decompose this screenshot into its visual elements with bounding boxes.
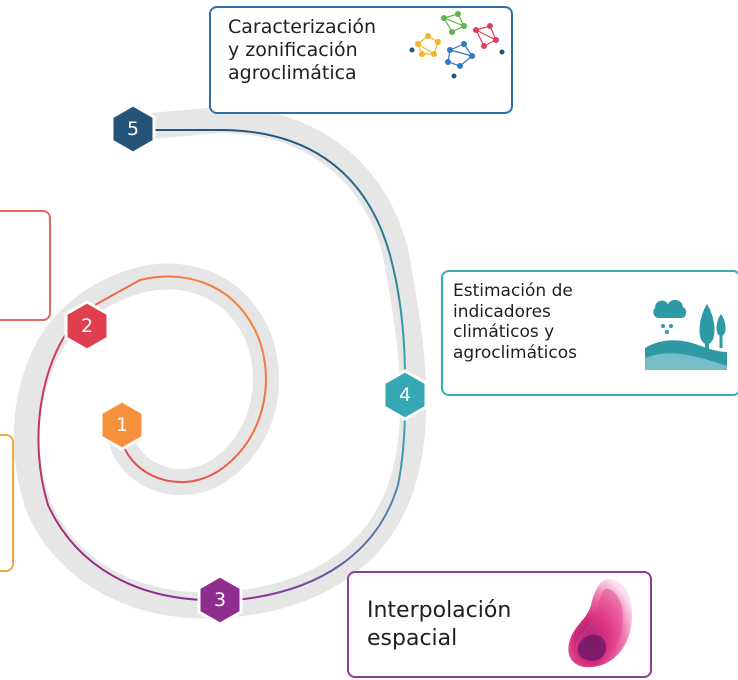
step-1-number: 1 — [116, 414, 128, 436]
interpolacion-line-1: Interpolación — [367, 598, 512, 623]
caracterizacion-line-3: agroclimática — [228, 62, 357, 85]
box-interpolacion: Interpolación espacial — [347, 571, 652, 678]
step-5-number: 5 — [127, 118, 139, 140]
estimacion-text: Estimación de indicadores climáticos y a… — [453, 281, 577, 364]
interpolacion-text: Interpolación espacial — [367, 597, 511, 652]
partial-box-left-bottom — [0, 434, 14, 572]
step-3-number: 3 — [214, 589, 226, 611]
gradient-blob-icon — [568, 578, 633, 668]
box-estimacion: Estimación de indicadores climáticos y a… — [441, 270, 738, 396]
spiral-track — [13, 107, 427, 619]
connector-3-4 — [234, 404, 406, 601]
step-2-number: 2 — [81, 315, 93, 337]
caracterizacion-line-1: Caracterización — [228, 16, 377, 38]
box-caracterizacion: Caracterización y zonificación agroclimá… — [209, 6, 513, 114]
step-3-badge: 3 — [197, 574, 243, 626]
connector-4-5 — [145, 129, 406, 371]
step-2-badge: 2 — [64, 300, 110, 352]
estimacion-line-3: climáticos y — [453, 322, 555, 343]
estimacion-line-1: Estimación de — [453, 281, 573, 301]
rain-landscape-trees-icon — [645, 299, 727, 370]
connector-1-2 — [94, 275, 267, 483]
step-4-badge: 4 — [382, 369, 428, 421]
step-1-badge: 1 — [99, 399, 145, 451]
step-4-number: 4 — [399, 384, 411, 406]
interpolacion-line-2: espacial — [367, 625, 458, 651]
estimacion-line-4: agroclimáticos — [453, 343, 577, 364]
connector-2-3 — [37, 317, 206, 601]
partial-box-left-top — [0, 210, 51, 321]
estimacion-line-2: indicadores — [453, 301, 551, 322]
step-5-badge: 5 — [110, 103, 156, 155]
caracterizacion-line-2: y zonificación — [228, 39, 358, 62]
network-graph-icon — [409, 11, 505, 79]
caracterizacion-text: Caracterización y zonificación agroclimá… — [228, 16, 376, 86]
